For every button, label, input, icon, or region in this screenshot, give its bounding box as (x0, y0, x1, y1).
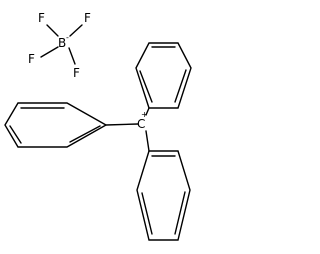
phenyl-ring-top (135, 42, 192, 109)
fluorine-label-4: F (73, 66, 80, 80)
benzene-ring-outline (135, 42, 192, 109)
c-aryl-bond-top (145, 107, 150, 116)
structure-diagram: B - F F F F C + (4, 11, 192, 241)
cation-charge: + (141, 110, 148, 119)
aromatic-double-bond (139, 70, 153, 103)
phenyl-ring-bottom (136, 150, 191, 241)
benzene-ring-outline (4, 102, 108, 148)
phenyl-ring-left (4, 102, 108, 148)
aromatic-double-bond (174, 191, 186, 235)
b-f-bond-upper-right (69, 24, 83, 37)
fluorine-label-2: F (84, 11, 91, 25)
b-f-bond-upper-left (46, 24, 59, 37)
central-carbon-label: C (137, 117, 145, 131)
benzene-ring-outline (136, 150, 191, 241)
aromatic-double-bond (174, 69, 187, 103)
c-aryl-bond-bottom (145, 130, 150, 152)
tetrafluoroborate-anion: B - F F F F (28, 11, 91, 80)
c-aryl-bond-left (105, 123, 139, 126)
aromatic-double-bond (141, 192, 153, 235)
trityl-cation: C + (4, 42, 192, 241)
fluorine-label-3: F (28, 52, 35, 66)
b-f-bond-lower-left (40, 46, 59, 58)
boron-label: B (58, 36, 66, 50)
fluorine-label-1: F (38, 11, 45, 25)
aromatic-double-bond (9, 125, 22, 144)
b-f-bond-lower-right (68, 47, 76, 65)
aromatic-double-bond (69, 125, 101, 143)
anion-charge: - (66, 33, 69, 42)
